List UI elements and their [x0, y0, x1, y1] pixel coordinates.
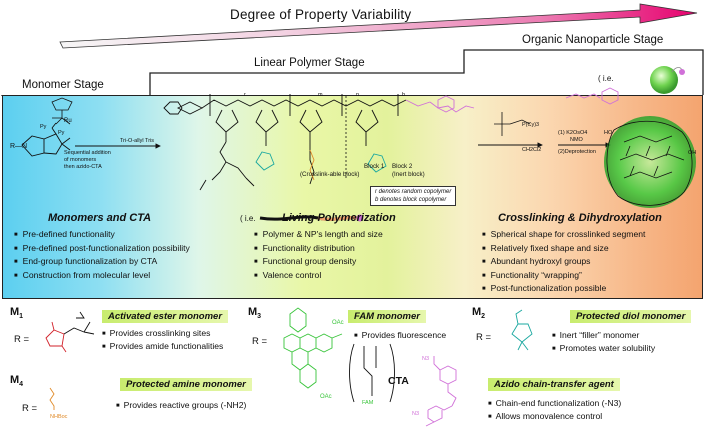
nanoparticle-core	[604, 66, 696, 208]
svg-text:Ru: Ru	[64, 118, 72, 124]
sub-b: b	[402, 92, 406, 98]
protected-diol-unit	[255, 151, 387, 173]
bullet: Inert “filler” monomer	[552, 330, 655, 343]
protected-amine-unit	[309, 149, 315, 181]
reagent-label: Tri-O-allyl Tris	[120, 138, 155, 144]
arrow-shape	[59, 3, 698, 49]
bullet: Functional group density	[254, 256, 383, 270]
bullet: Allows monovalence control	[488, 411, 621, 424]
m4-bullets: Provides reactive groups (-NH2)	[116, 400, 247, 413]
living-bullets: Polymer & NP's length and size Functiona…	[254, 229, 383, 283]
bullet: Abundant hydroxyl groups	[482, 256, 645, 270]
bullet: Relatively fixed shape and size	[482, 243, 645, 257]
svg-text:OAc: OAc	[332, 320, 344, 326]
step1-label: (1) K2OsO4	[558, 130, 588, 136]
m1-bullets: Provides crosslinking sites Provides ami…	[102, 328, 224, 354]
stage-title-nanoparticle: Organic Nanoparticle Stage	[522, 34, 664, 46]
bullet: Post-functionalization possible	[482, 283, 645, 297]
polymer-chain-icon	[259, 214, 364, 222]
m2-bullets: Inert “filler” monomer Promotes water so…	[552, 330, 656, 356]
m4-r-eq: R =	[22, 403, 38, 414]
bullet: Pre-defined functionality	[14, 229, 190, 243]
svg-text:Py: Py	[58, 130, 65, 136]
bullet: Provides fluorescence	[354, 330, 447, 343]
step2-label: (2)Deprotection	[558, 149, 596, 155]
monomers-section-title: Monomers and CTA	[48, 212, 152, 224]
m4-structure	[49, 387, 55, 410]
m3-label: M3	[248, 306, 262, 321]
step1b-label: NMO	[570, 137, 583, 143]
sequential-addition-note: Sequential addition of monomers then azi…	[64, 150, 111, 170]
m1-tag: Activated ester monomer	[102, 310, 229, 323]
arrow-title: Degree of Property Variability	[230, 7, 412, 22]
cta-label: CTA	[388, 375, 409, 387]
m2-label: M2	[472, 306, 486, 321]
polymer-backbone	[176, 94, 407, 191]
norbornene-monomer: R—N	[10, 122, 71, 157]
m2-r-eq: R =	[476, 332, 492, 343]
bullet: Provides crosslinking sites	[102, 328, 223, 341]
monomers-bullets: Pre-defined functionality Pre-defined po…	[14, 229, 190, 283]
svg-text:Py: Py	[40, 124, 47, 130]
m4-tag: Protected amine monomer	[120, 378, 252, 391]
bullet: Spherical shape for crosslinked segment	[482, 229, 646, 243]
sub-m: m	[318, 92, 323, 98]
cta-structure: N3	[422, 356, 457, 427]
bullet: Provides amide functionalities	[102, 341, 224, 354]
m4-label: M4	[10, 374, 24, 389]
m3-tag: FAM monomer	[348, 310, 426, 323]
crosslinking-bullets: Spherical shape for crosslinked segment …	[482, 229, 646, 297]
azide-chain-end	[405, 95, 475, 113]
property-variability-arrow	[1, 3, 704, 96]
block1-label: Block 1	[364, 163, 385, 170]
svg-text:FAM: FAM	[362, 400, 374, 406]
cta-bullets: Chain-end functionalization (-N3) Allows…	[488, 398, 622, 424]
m3-r-eq: R =	[252, 336, 268, 347]
svg-text:N3: N3	[422, 356, 429, 362]
bullet: Promotes water solubility	[552, 343, 656, 356]
block2-label: Block 2	[392, 163, 413, 170]
sub-n: n	[356, 92, 360, 98]
bullet: Functionality distribution	[254, 243, 383, 257]
m1-r-eq: R =	[14, 334, 30, 345]
bullet: Polymer & NP's length and size	[254, 229, 383, 243]
m3-bullets: Provides fluorescence	[354, 330, 447, 343]
grubbs-1st-gen-catalyst	[494, 112, 531, 136]
m1-structure	[45, 311, 95, 353]
bullet: Chain-end functionalization (-N3)	[488, 398, 622, 411]
block1-sub-label: (Crosslink-able block)	[300, 171, 360, 178]
np-oh-label: OH	[688, 150, 697, 156]
bullet: Pre-defined post-functionalization possi…	[14, 243, 190, 257]
bullet: Valence control	[254, 270, 383, 284]
svg-text:R—N: R—N	[10, 143, 27, 150]
solvent-label: CH2Cl2	[522, 147, 542, 153]
bullet: Functionality “wrapping”	[482, 270, 645, 284]
bullet: End-group functionalization by CTA	[14, 256, 190, 270]
m2-tag: Protected diol monomer	[570, 310, 692, 323]
copolymer-note: r denotes random copolymer b denotes blo…	[370, 186, 457, 206]
cta-azide-label: N3	[412, 411, 420, 417]
m1-label: M1	[10, 306, 24, 321]
sub-r: r	[244, 92, 246, 98]
stage-title-linear: Linear Polymer Stage	[254, 57, 365, 69]
catalyst-label: P(Cy)3	[522, 122, 540, 128]
m3-fam-structure: OAc OAc	[283, 307, 344, 400]
np-ie-label: ( i.e.	[598, 74, 614, 83]
living-ie-label: ( i.e.	[240, 214, 256, 223]
stage-title-monomer: Monomer Stage	[22, 79, 104, 91]
crosslinking-section-title: Crosslinking & Dihydroxylation	[498, 212, 662, 224]
grubbs-catalyst: Ru Py Py	[40, 97, 73, 136]
living-section-title: Living Polymerization	[282, 212, 396, 224]
stage-step-line	[1, 49, 704, 96]
bullet: Provides reactive groups (-NH2)	[116, 400, 247, 413]
m4-nhboc: NHBoc	[50, 414, 68, 420]
svg-text:OAc: OAc	[320, 394, 332, 400]
bullet: Construction from molecular level	[14, 270, 190, 284]
fam-ring-bracket: FAM	[349, 343, 395, 406]
cta-tag: Azido chain-transfer agent	[488, 378, 620, 391]
m2-structure	[511, 309, 533, 351]
block2-sub-label: (Inert block)	[392, 171, 425, 178]
reaction-scheme: R—N Ru Py Py	[10, 66, 696, 222]
np-ho-label: HO	[604, 130, 613, 136]
